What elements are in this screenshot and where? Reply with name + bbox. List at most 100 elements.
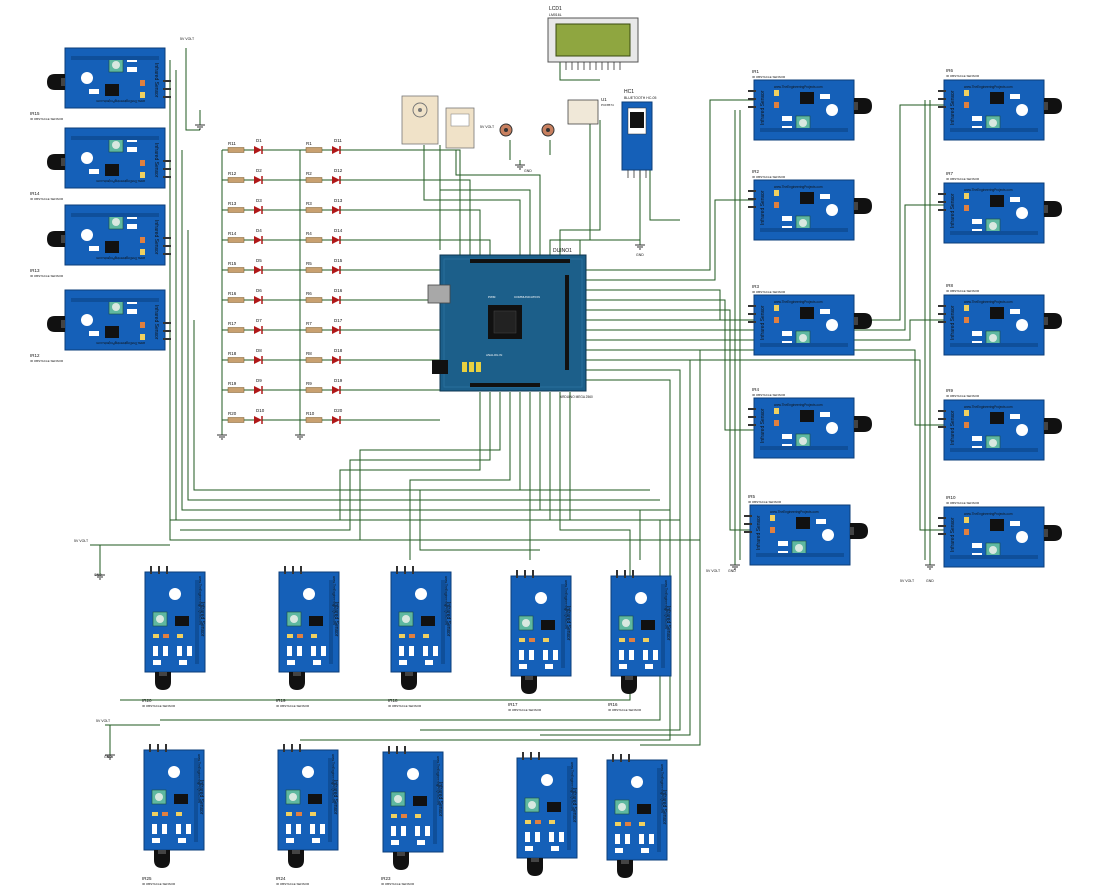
resistor-label: R15 — [228, 261, 237, 266]
led-label: D6 — [256, 288, 262, 293]
led-label: D1 — [256, 138, 262, 143]
sensor-name: IR8 — [946, 283, 954, 288]
sensor-title: Infrared Sensor — [437, 782, 443, 817]
sensor-title: Infrared Sensor — [332, 780, 338, 815]
sensor-title: Infrared Sensor — [198, 780, 204, 815]
sensor-name: IR2 — [752, 169, 760, 174]
resistor-label: R17 — [228, 321, 237, 326]
led-label: D8 — [256, 348, 262, 353]
sensor-name: IR19 — [276, 698, 286, 703]
sensor-name: IR20 — [142, 698, 152, 703]
wiring — [90, 48, 946, 750]
sensor-title: Infrared Sensor — [153, 143, 159, 178]
sensor-name: IR15 — [30, 111, 40, 116]
sensor-name: IR16 — [608, 702, 618, 707]
sensor-title: Infrared Sensor — [565, 606, 571, 641]
sensor-name: IR10 — [946, 495, 956, 500]
sensor-title: Infrared Sensor — [760, 90, 766, 125]
sensor-part: IR OBSTACLE SENSOR — [752, 393, 786, 397]
left-led-row: R13 D3 — [221, 198, 269, 215]
sensor-title: Infrared Sensor — [665, 606, 671, 641]
bluetooth-module: HC1 BLUETOOTH HC-05 — [621, 89, 656, 178]
sensor-title: Infrared Sensor — [571, 788, 577, 823]
arduino-pwm-label: PWM — [488, 295, 496, 299]
resistor-label: R12 — [228, 171, 237, 176]
sensor-website: www.TheEngineeringProjects.com — [331, 754, 335, 803]
pcf8574-chip: U1 PCF8574 — [567, 97, 614, 125]
sensor-name: IR13 — [30, 268, 40, 273]
ir-sensor-ir23: Infrared Sensorwww.TheEngineeringProject… — [382, 745, 444, 871]
sensor-title: Infrared Sensor — [760, 190, 766, 225]
sensor-website: www.TheEngineeringProjects.com — [774, 185, 823, 189]
resistor-label: R6 — [306, 291, 312, 296]
ir-sensor-ir22: Infrared Sensorwww.TheEngineeringProject… — [516, 751, 578, 877]
sensor-part: IR OBSTACLE SENSOR — [946, 177, 980, 181]
gnd-label-r2: GND — [926, 579, 934, 583]
led-label: D4 — [256, 228, 262, 233]
sensor-part: IR OBSTACLE SENSOR — [608, 708, 642, 712]
sensor-name: IR9 — [946, 388, 954, 393]
resistor-label: R8 — [306, 351, 312, 356]
resistor-label: R16 — [228, 291, 237, 296]
resistor-label: R13 — [228, 201, 237, 206]
sensor-title: Infrared Sensor — [445, 602, 451, 637]
lcd-display: LCD1 LM016L — [547, 6, 639, 70]
vcc-label-r1: 5V VOLT — [706, 569, 721, 573]
resistor-label: R1 — [306, 141, 312, 146]
sensor-title: Infrared Sensor — [333, 602, 339, 637]
sensor-part: IR OBSTACLE SENSOR — [30, 359, 64, 363]
sensor-title: Infrared Sensor — [950, 305, 956, 340]
lcd-name: LCD1 — [549, 6, 562, 12]
motor-2 — [541, 123, 555, 137]
sensor-title: Infrared Sensor — [756, 515, 762, 550]
lcd-part: LM016L — [549, 13, 562, 17]
sensor-name: IR4 — [752, 387, 760, 392]
motor-1: 5V VOLT GND — [480, 123, 532, 173]
motor-vcc-label: 5V VOLT — [480, 125, 495, 129]
sensor-part: IR OBSTACLE SENSOR — [752, 75, 786, 79]
sensor-part: IR OBSTACLE SENSOR — [142, 882, 176, 886]
ir-sensor-ir18: Infrared Sensorwww.TheEngineeringProject… — [390, 565, 452, 691]
sensor-title: Infrared Sensor — [950, 193, 956, 228]
sensor-part: IR OBSTACLE SENSOR — [748, 500, 782, 504]
arduino-part: ARDUINO MEGA 2560 — [560, 395, 593, 399]
arduino-name: DUINO1 — [553, 248, 572, 254]
sensor-module-b — [445, 107, 475, 149]
u1-part: PCF8574 — [601, 103, 614, 107]
arduino-mega-board: DUINO1 PWM COMMUNICATION ANALOG IN ARDUI… — [427, 248, 593, 399]
sensor-title: Infrared Sensor — [760, 408, 766, 443]
led-label: D13 — [334, 198, 343, 203]
sensor-website: www.TheEngineeringProjects.com — [964, 85, 1013, 89]
sensor-name: IR17 — [508, 702, 518, 707]
ir-sensor-ir25: Infrared Sensorwww.TheEngineeringProject… — [143, 743, 205, 869]
ir-sensor-ir19: Infrared Sensorwww.TheEngineeringProject… — [278, 565, 340, 691]
sensor-part: IR OBSTACLE SENSOR — [30, 274, 64, 278]
resistor-label: R7 — [306, 321, 312, 326]
left-led-row: R16 D6 — [221, 288, 269, 305]
sensor-name: IR25 — [142, 876, 152, 881]
led-label: D3 — [256, 198, 262, 203]
sensor-title: Infrared Sensor — [153, 220, 159, 255]
sensor-name: IR24 — [276, 876, 286, 881]
sensor-part: IR OBSTACLE SENSOR — [388, 704, 422, 708]
ir-sensor-ir21: Infrared Sensorwww.TheEngineeringProject… — [606, 753, 668, 879]
